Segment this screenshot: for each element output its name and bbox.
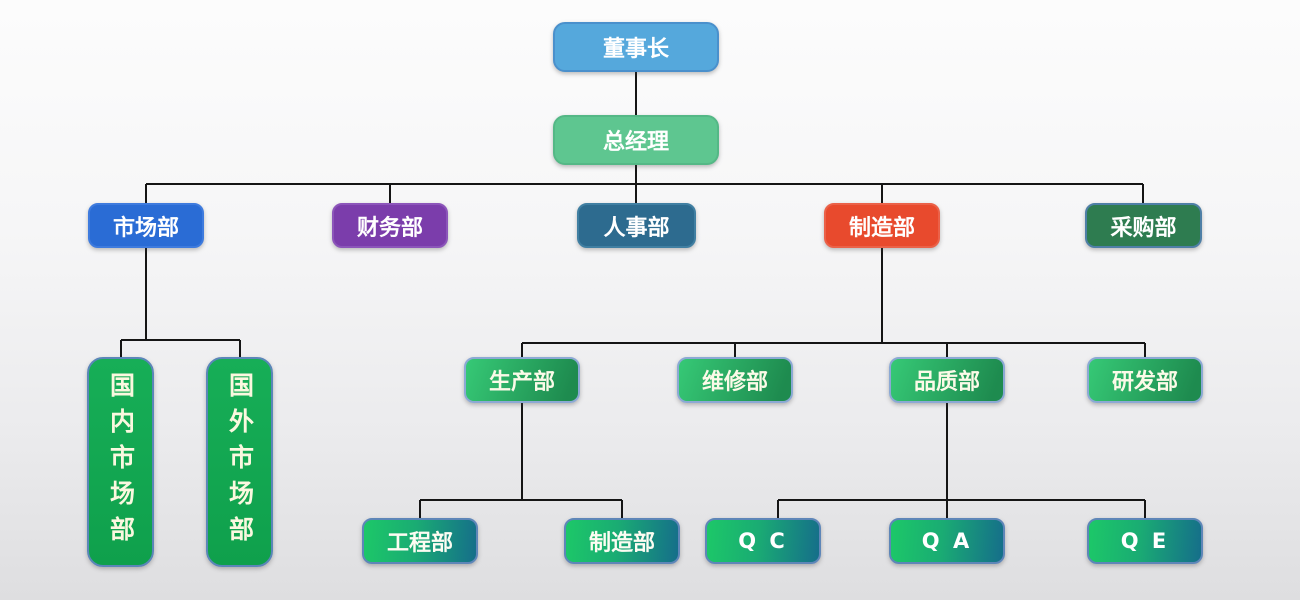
- org-node-hr-label: 人事部: [603, 215, 670, 241]
- org-node-quality[interactable]: 品质部: [889, 357, 1005, 403]
- org-node-qe[interactable]: Q E: [1087, 518, 1203, 564]
- org-node-qa-label: Q A: [921, 529, 973, 553]
- org-node-production[interactable]: 生产部: [464, 357, 580, 403]
- org-node-manufacturing-label: 制造部: [848, 215, 915, 241]
- org-node-domestic-market-label: 国内市场部: [106, 372, 136, 552]
- org-node-hr[interactable]: 人事部: [577, 203, 696, 248]
- org-node-domestic-market[interactable]: 国内市场部: [87, 357, 154, 567]
- org-node-rnd[interactable]: 研发部: [1087, 357, 1203, 403]
- org-node-manufacturing-sub[interactable]: 制造部: [564, 518, 680, 564]
- org-node-manufacturing[interactable]: 制造部: [824, 203, 940, 248]
- org-node-qc-label: Q C: [738, 529, 788, 553]
- org-node-quality-label: 品质部: [913, 370, 980, 395]
- org-node-general-manager[interactable]: 总经理: [553, 115, 719, 165]
- org-node-engineering-label: 工程部: [386, 531, 453, 556]
- org-node-purchasing[interactable]: 采购部: [1085, 203, 1202, 248]
- org-node-maintenance-label: 维修部: [701, 370, 768, 395]
- org-node-manufacturing-sub-label: 制造部: [588, 531, 655, 556]
- org-node-rnd-label: 研发部: [1111, 370, 1178, 395]
- org-node-general-manager-label: 总经理: [602, 130, 669, 155]
- org-node-engineering[interactable]: 工程部: [362, 518, 478, 564]
- org-node-production-label: 生产部: [488, 370, 555, 395]
- org-node-qa[interactable]: Q A: [889, 518, 1005, 564]
- org-node-qe-label: Q E: [1120, 529, 1170, 553]
- org-node-marketing-label: 市场部: [112, 215, 179, 241]
- org-node-marketing[interactable]: 市场部: [88, 203, 204, 248]
- org-node-overseas-market[interactable]: 国外市场部: [206, 357, 273, 567]
- org-node-finance-label: 财务部: [356, 215, 423, 241]
- org-node-finance[interactable]: 财务部: [332, 203, 448, 248]
- org-node-purchasing-label: 采购部: [1110, 215, 1177, 241]
- org-node-maintenance[interactable]: 维修部: [677, 357, 793, 403]
- org-node-chairman-label: 董事长: [602, 37, 669, 62]
- org-node-chairman[interactable]: 董事长: [553, 22, 719, 72]
- org-node-overseas-market-label: 国外市场部: [225, 372, 255, 552]
- org-node-qc[interactable]: Q C: [705, 518, 821, 564]
